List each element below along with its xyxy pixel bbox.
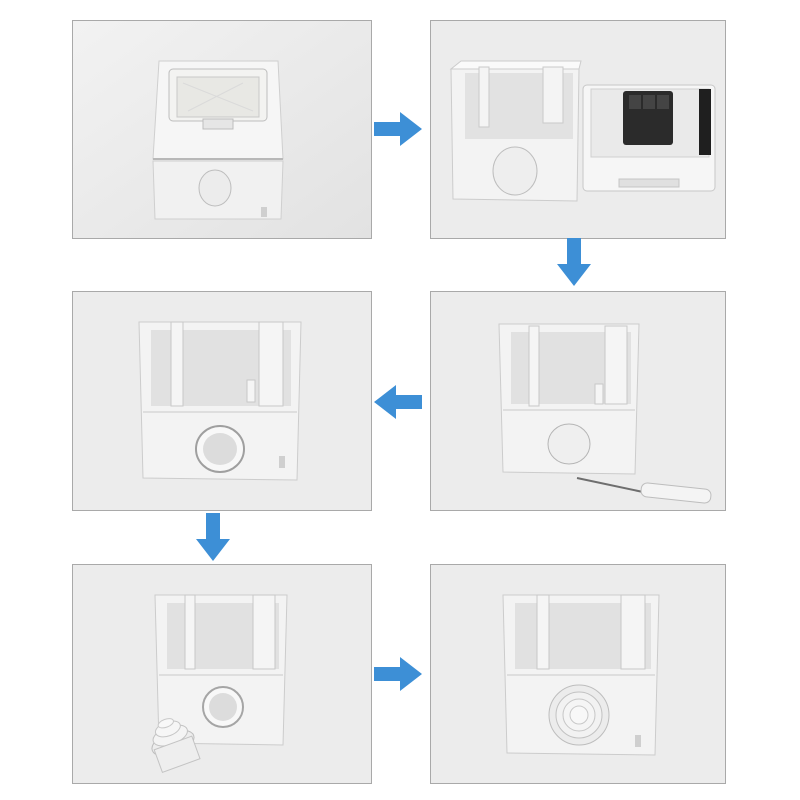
closed-switch-box-image [73, 21, 371, 238]
arrow-right-icon [374, 657, 422, 691]
step-3-panel [72, 291, 372, 511]
box-with-grommet-installed-image [431, 565, 725, 783]
arrow-down-icon [196, 513, 230, 561]
arrow-left-icon [374, 385, 422, 419]
step-4-panel [430, 291, 726, 511]
step-2-panel [430, 20, 726, 239]
arrow-down-icon [557, 238, 591, 286]
step-5-panel [72, 564, 372, 784]
step-6-panel [430, 564, 726, 784]
box-and-grommet-image [73, 565, 371, 783]
box-with-knockout-removed-image [73, 292, 371, 510]
box-and-switch-module-image [431, 21, 725, 238]
step-1-panel [72, 20, 372, 239]
arrow-right-icon [374, 112, 422, 146]
box-with-screwdriver-image [431, 292, 725, 510]
